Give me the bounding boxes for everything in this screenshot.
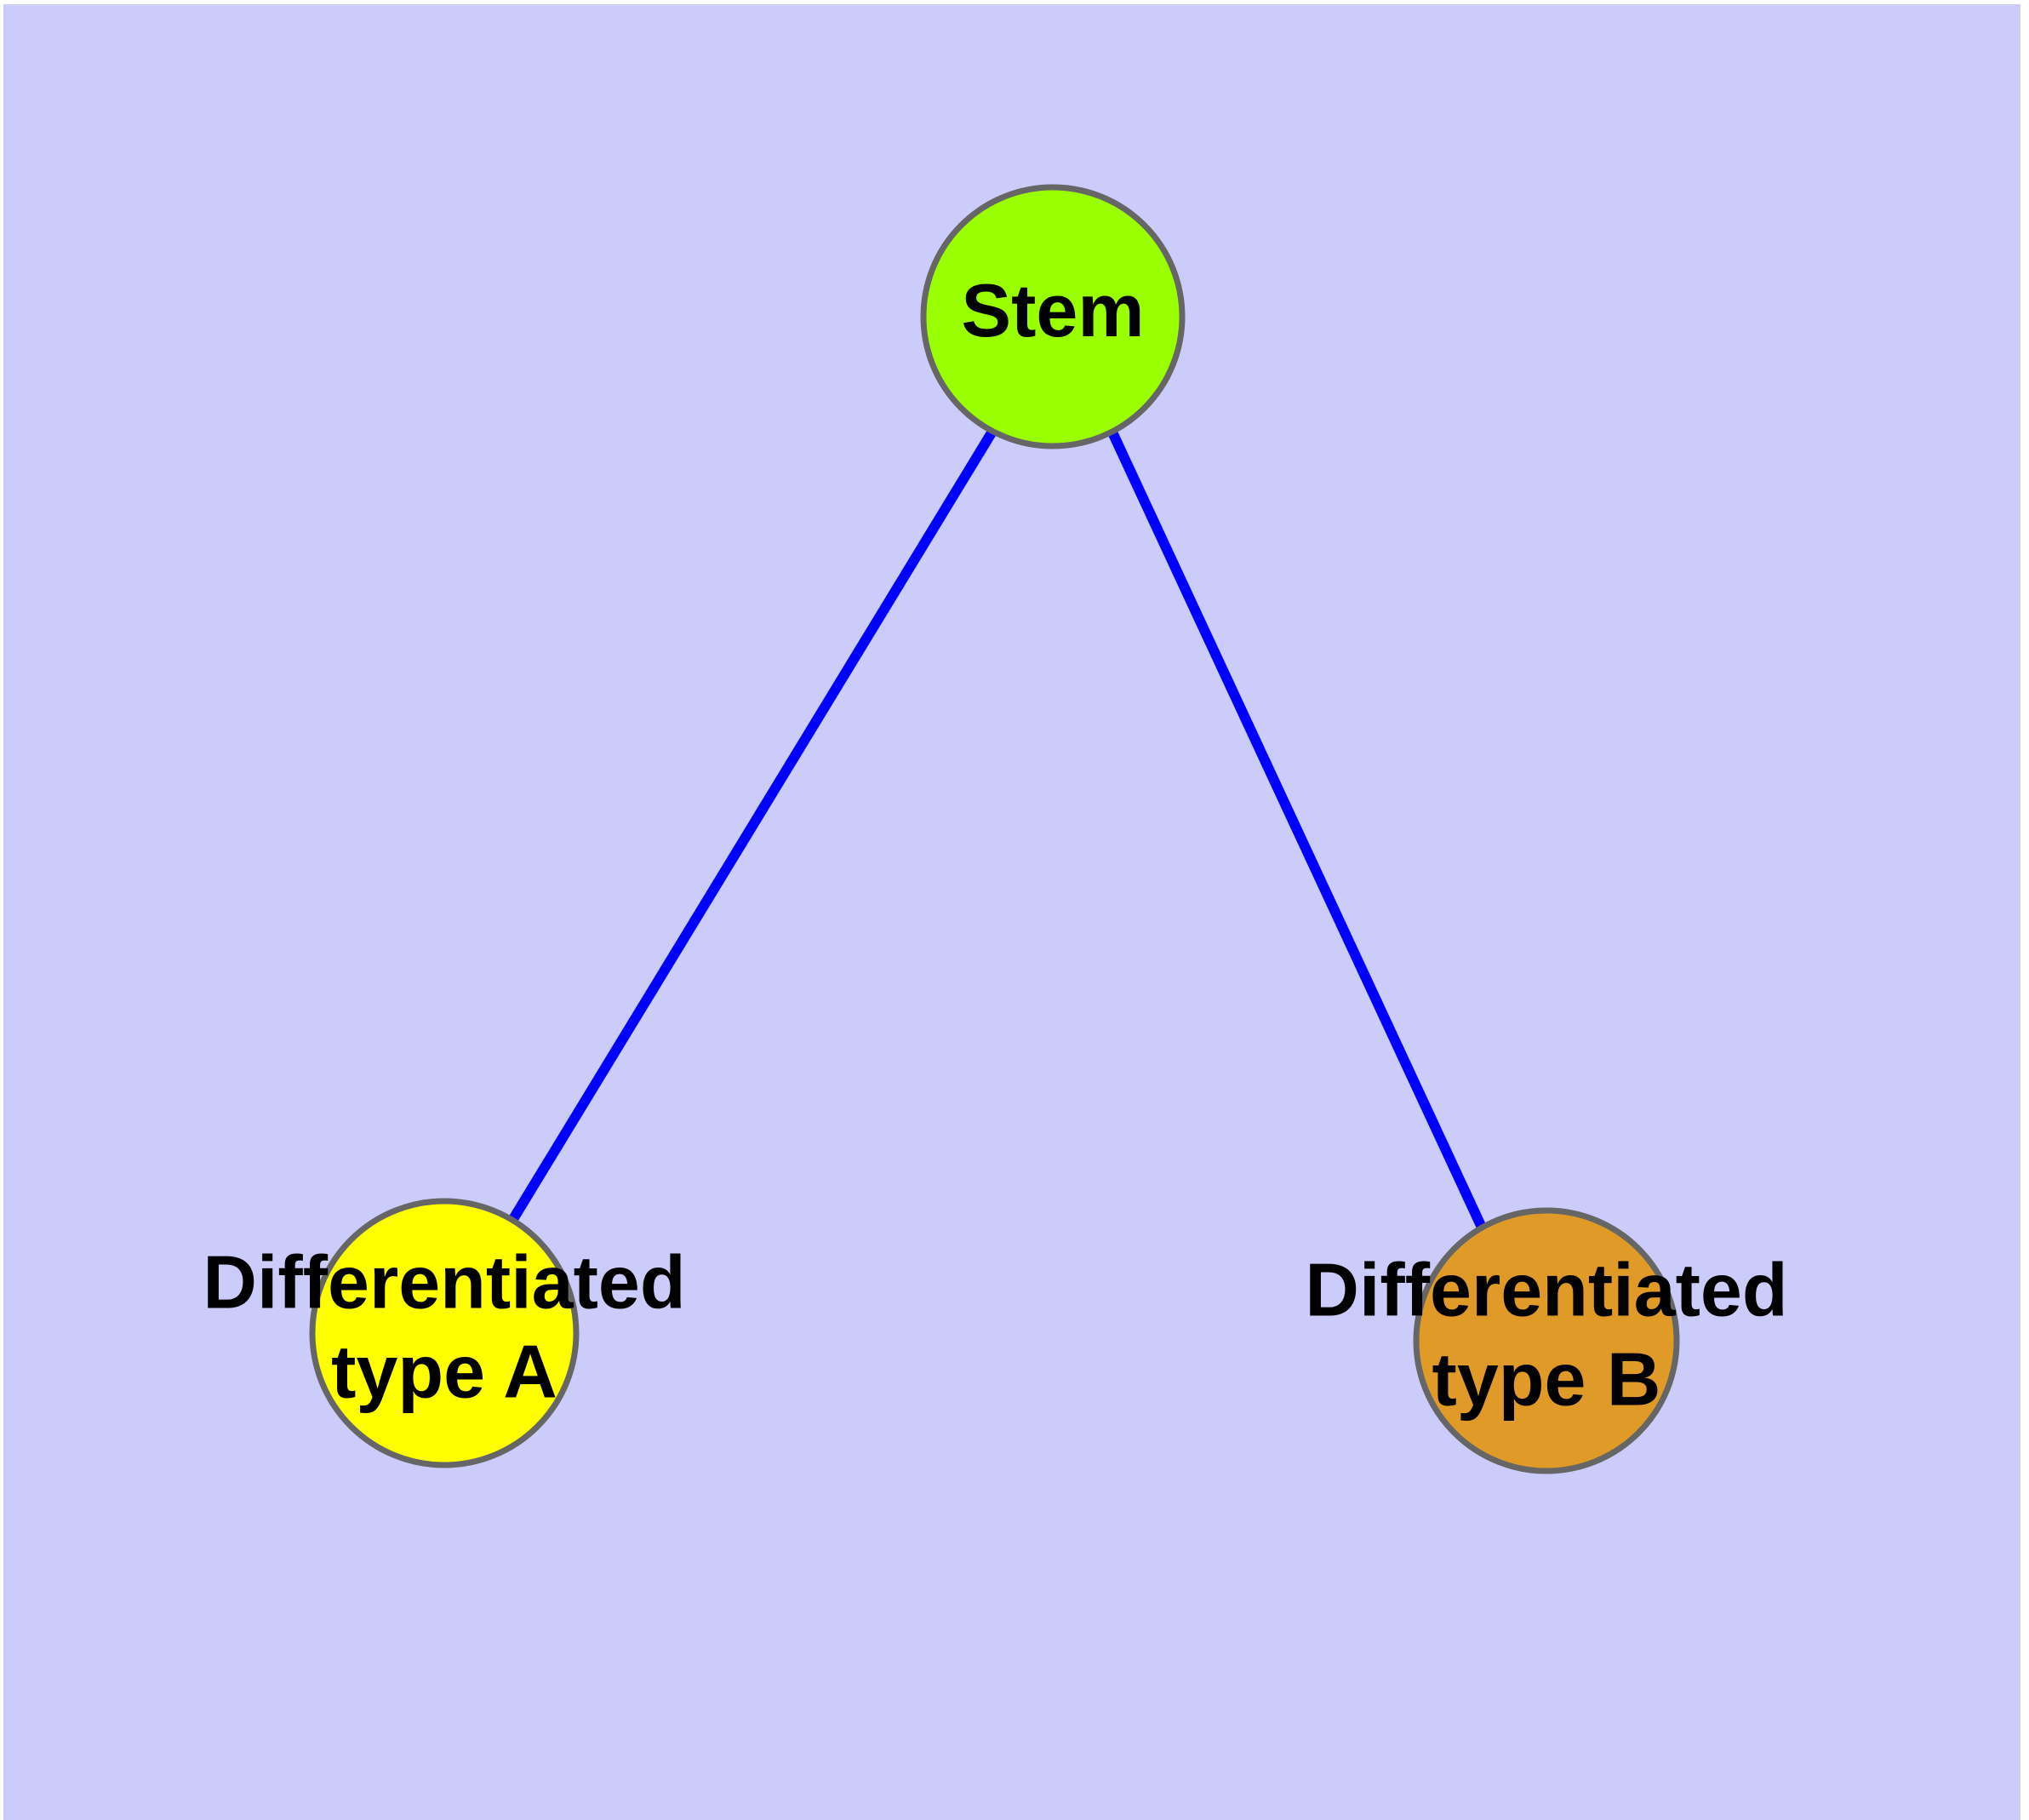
node-differentiated-type-b-circle[interactable] <box>1413 1207 1680 1474</box>
node-label-line: Stem <box>961 268 1144 352</box>
node-stem-label: Stem <box>961 268 1144 352</box>
edge-stem-to-differentiated-type-b[interactable] <box>1103 421 1488 1232</box>
node-differentiated-type-a-circle[interactable] <box>309 1198 580 1468</box>
node-stem[interactable]: Stem <box>920 184 1186 449</box>
node-label-line: Differentiated <box>1305 1248 1787 1332</box>
edge-layer <box>506 420 1488 1232</box>
node-stem-circle[interactable] <box>920 184 1186 449</box>
node-label-line: type A <box>331 1330 557 1414</box>
node-label-line: type B <box>1432 1337 1661 1422</box>
node-label-line: Differentiated <box>203 1240 685 1325</box>
edge-stem-to-differentiated-type-a[interactable] <box>506 420 1003 1227</box>
